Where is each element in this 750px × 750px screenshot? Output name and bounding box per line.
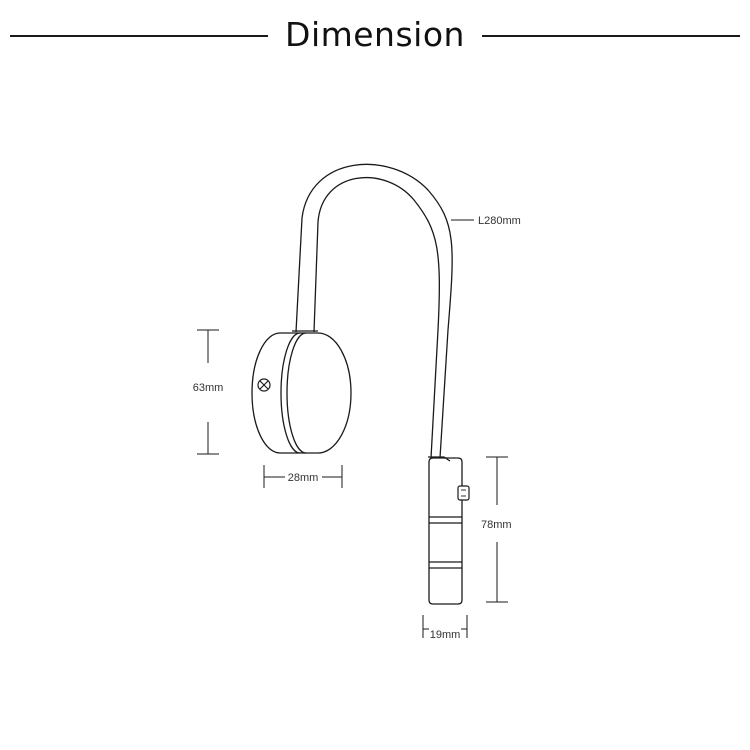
head-body — [428, 457, 463, 605]
base-seam-outer — [280, 332, 301, 454]
gooseneck-hose — [295, 163, 453, 459]
switch-button-icon — [457, 485, 470, 501]
hose-length-label: L280mm — [478, 215, 521, 227]
base-seam-inner — [286, 332, 307, 454]
page-title: Dimension — [285, 15, 465, 54]
head-diameter-label: 19mm — [430, 629, 461, 641]
screw-icon — [257, 378, 271, 392]
header: Dimension — [0, 0, 750, 72]
hose-join-right — [428, 456, 451, 462]
wall-base — [251, 332, 352, 454]
base-depth-dimension — [263, 465, 343, 488]
head-diameter-dimension — [422, 615, 468, 638]
base-depth-label: 28mm — [288, 472, 319, 484]
head-length-dimension — [486, 456, 508, 603]
base-diameter-dimension — [197, 329, 219, 455]
base-diameter-label: 63mm — [193, 382, 224, 394]
title-rule-right — [482, 35, 740, 37]
base-body — [251, 332, 352, 454]
lamp-head — [428, 457, 470, 605]
title-rule-left — [10, 35, 268, 37]
head-length-label: 78mm — [481, 519, 512, 531]
